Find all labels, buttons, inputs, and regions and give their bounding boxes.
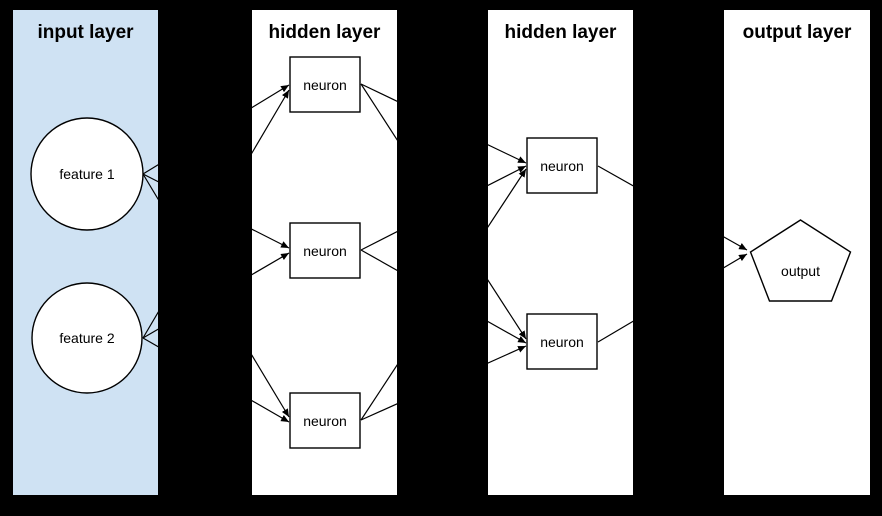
node-hidden2-neuron2 xyxy=(526,313,598,370)
edge-h1n1-h2n1 xyxy=(360,83,527,164)
edge-h1n2-h2n2 xyxy=(360,249,527,344)
label-hidden1-neuron3: neuron xyxy=(303,413,347,429)
label-hidden2-neuron2: neuron xyxy=(540,334,584,350)
label-hidden1-neuron2: neuron xyxy=(303,243,347,259)
node-hidden2-neuron1 xyxy=(526,137,598,194)
node-feature-2 xyxy=(31,282,143,394)
connection-arrows xyxy=(142,83,748,423)
panel-input-layer xyxy=(13,10,158,495)
edge-feature2-neuron3 xyxy=(142,337,290,423)
node-hidden1-neuron1 xyxy=(289,56,361,113)
node-output-pentagon xyxy=(749,219,852,302)
edge-h1n3-h2n1 xyxy=(360,168,527,421)
title-output-layer: output layer xyxy=(743,22,852,43)
layer-panels xyxy=(13,10,870,495)
edge-feature1-neuron2 xyxy=(142,173,290,249)
edge-h2n1-output xyxy=(597,165,748,251)
edge-h1n2-h2n1 xyxy=(360,165,527,251)
title-input-layer: input layer xyxy=(37,22,134,43)
edge-feature2-neuron2 xyxy=(142,252,290,339)
nodes xyxy=(30,56,852,449)
label-feature-2: feature 2 xyxy=(59,330,114,346)
edge-h2n2-output xyxy=(597,253,748,343)
label-hidden2-neuron1: neuron xyxy=(540,158,584,174)
label-hidden1-neuron1: neuron xyxy=(303,77,347,93)
title-hidden-layer-2: hidden layer xyxy=(505,22,618,43)
panel-hidden-layer-2 xyxy=(488,10,633,495)
layer-titles: input layer hidden layer hidden layer ou… xyxy=(37,22,852,43)
edge-feature2-neuron1 xyxy=(142,89,290,339)
label-output: output xyxy=(781,263,820,279)
edge-h1n3-h2n2 xyxy=(360,345,527,421)
node-hidden1-neuron3 xyxy=(289,392,361,449)
label-feature-1: feature 1 xyxy=(59,166,114,182)
edge-h1n1-h2n2 xyxy=(360,83,527,340)
node-labels: feature 1 feature 2 neuron neuron neuron… xyxy=(59,77,820,429)
node-hidden1-neuron2 xyxy=(289,222,361,279)
node-feature-1 xyxy=(30,117,144,231)
title-hidden-layer-1: hidden layer xyxy=(269,22,382,43)
edge-feature1-neuron1 xyxy=(142,84,290,175)
